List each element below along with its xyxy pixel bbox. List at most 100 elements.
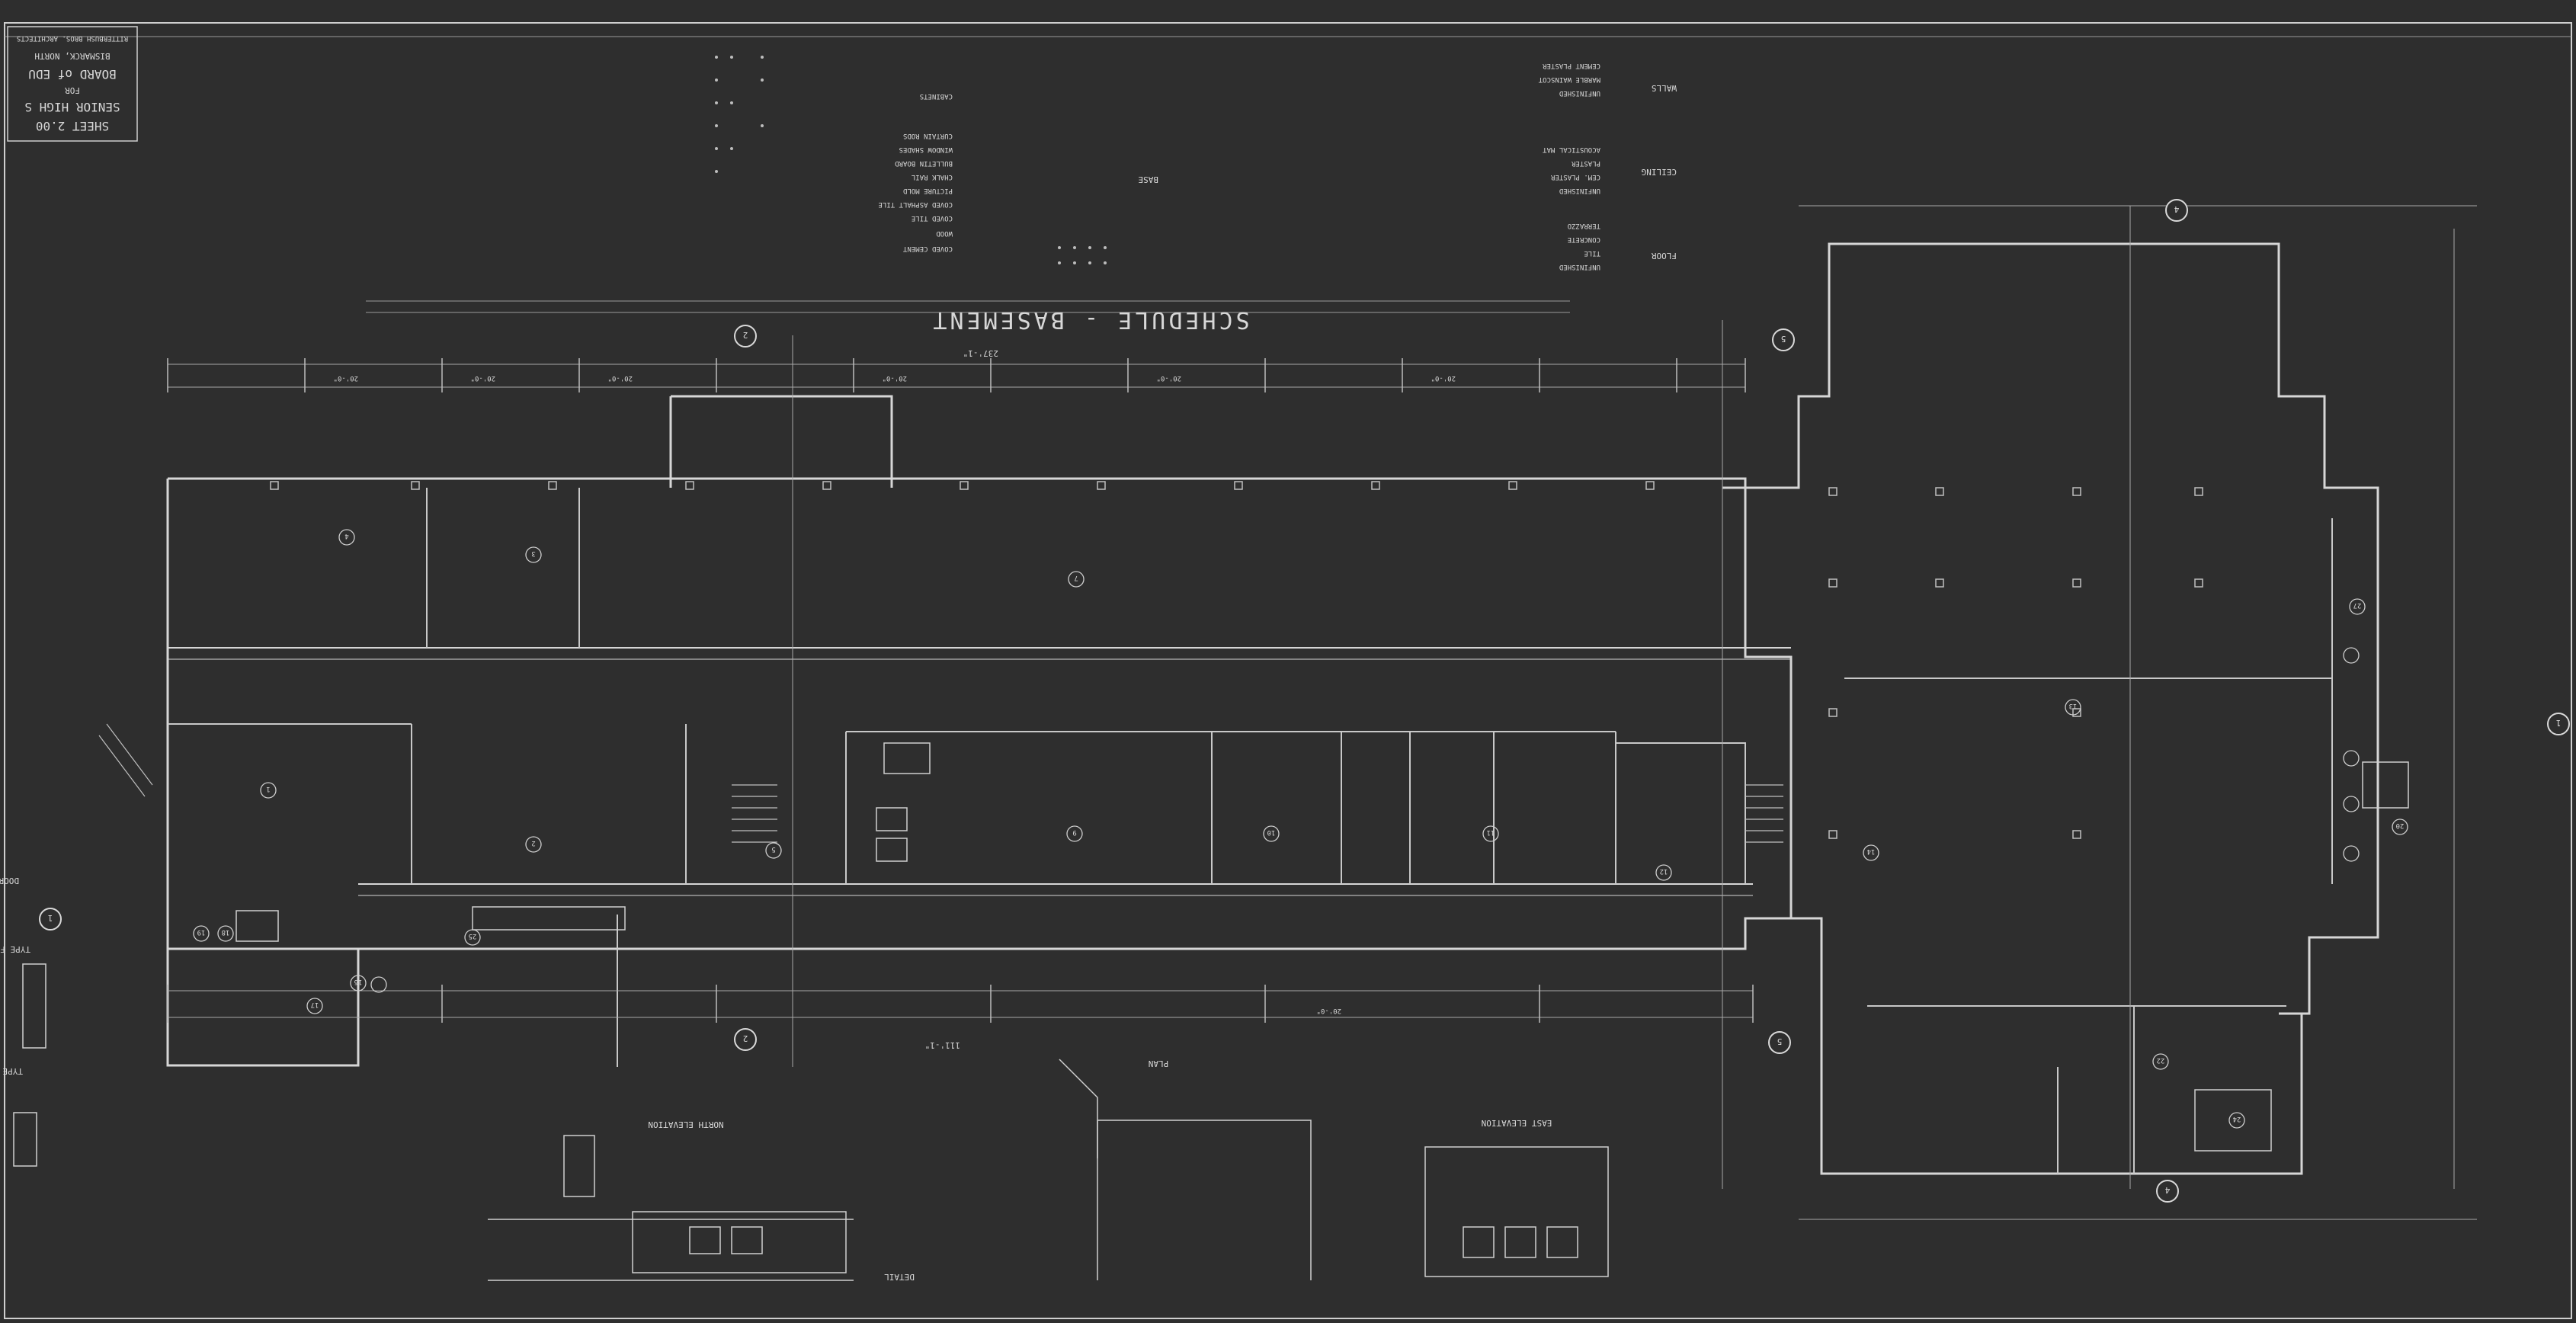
marker-5-bottom-label: 5 xyxy=(1777,1036,1783,1046)
misc-item: PICTURE MOLD xyxy=(903,187,953,194)
north-elevation-title: NORTH ELEVATION xyxy=(648,1120,723,1129)
room-number: 27 xyxy=(2353,601,2362,609)
detail-title: DETAIL xyxy=(884,1272,915,1282)
bay-dimension: 20'-0" xyxy=(333,374,358,382)
room-number: 19 xyxy=(197,928,206,936)
fixtures xyxy=(14,743,2408,1166)
room-number: 25 xyxy=(469,932,477,940)
room-number: 20 xyxy=(2396,822,2405,829)
building-outline xyxy=(168,244,2378,1174)
room-number: 2 xyxy=(531,839,535,847)
bay-dimension: 20'-0" xyxy=(1316,1007,1341,1014)
marker-1-right-label: 1 xyxy=(2556,718,2562,728)
room-number: 5 xyxy=(771,845,775,853)
marker-5-top-label: 5 xyxy=(1781,334,1786,344)
ceiling-item: ACOUSTICAL MAT xyxy=(1543,146,1600,153)
marker-2-top-label: 2 xyxy=(743,330,748,340)
schedule-rules xyxy=(366,301,1570,312)
room-number: 17 xyxy=(311,1001,319,1008)
marker-1-left-label: 1 xyxy=(48,913,53,923)
misc-item: COVED ASPHALT TILE xyxy=(878,200,953,208)
ceiling-item: PLASTER xyxy=(1571,159,1600,167)
schedule-walls-heading: WALLS xyxy=(1652,83,1677,93)
misc-item: WINDOW SHADES xyxy=(899,146,953,153)
bay-dimension: 20'-0" xyxy=(607,374,633,382)
bay-dimension: 20'-0" xyxy=(882,374,907,382)
grid-markers xyxy=(40,200,2569,1202)
room-bubbles xyxy=(194,530,2408,1128)
schedule-misc-items: COVED CEMENT WOOD COVED TILE COVED ASPHA… xyxy=(878,92,953,252)
marker-5-top xyxy=(1773,329,1794,351)
floor-item: UNFINISHED xyxy=(1559,263,1600,271)
marker-5-bottom xyxy=(1769,1032,1790,1053)
marker-4-top-label: 4 xyxy=(2174,204,2179,214)
walls-item: MARBLE WAINSCOT xyxy=(1538,75,1600,83)
schedule-base-heading: BASE xyxy=(1139,175,1159,184)
title-line-4: BOARD of EDU xyxy=(28,67,117,82)
schedule-ceiling-heading: CEILING xyxy=(1642,167,1677,177)
marker-4-top xyxy=(2166,200,2187,221)
misc-item: WOOD xyxy=(936,229,953,237)
type-f-label: TYPE F xyxy=(0,944,30,954)
misc-item: COVED TILE xyxy=(912,214,953,222)
north-elevation xyxy=(488,1136,854,1280)
floor-item: TILE xyxy=(1584,249,1600,257)
title-line-1: SHEET 2.00 xyxy=(36,119,109,133)
dimension-lines xyxy=(168,206,2477,1219)
floor-item: TERRAZZO xyxy=(1568,222,1600,229)
stage-detail xyxy=(1059,1059,1311,1280)
ceiling-item: CEM. PLASTER xyxy=(1550,173,1600,181)
bay-dimension: 20'-0" xyxy=(1431,374,1456,382)
room-number: 14 xyxy=(1867,847,1876,855)
schedule-walls-items: CEMENT PLASTER MARBLE WAINSCOT UNFINISHE… xyxy=(1538,62,1600,97)
overall-dimension-top: 237'-1" xyxy=(963,348,998,358)
schedule-title: SCHEDULE - BASEMENT xyxy=(930,306,1249,333)
type-a-label: TYPE A xyxy=(0,1066,23,1076)
title-line-3: FOR xyxy=(65,85,80,95)
schedule-ceiling-items: ACOUSTICAL MAT PLASTER CEM. PLASTER UNFI… xyxy=(1543,146,1600,194)
bay-dimension: 20'-0" xyxy=(470,374,495,382)
marker-2-bottom-label: 2 xyxy=(743,1033,748,1043)
ceiling-item: UNFINISHED xyxy=(1559,187,1600,194)
title-line-6: RITTERBUSH BROS. ARCHITECTS xyxy=(17,34,128,42)
room-number: 16 xyxy=(354,978,363,985)
partitions xyxy=(168,488,2332,1174)
dimension-ticks xyxy=(168,358,1753,1023)
marker-1-right xyxy=(2548,713,2569,735)
marker-4-bottom-label: 4 xyxy=(2164,1185,2170,1195)
title-line-5: BISMARCK, NORTH xyxy=(34,51,110,61)
misc-item: CABINETS xyxy=(920,92,953,100)
plan-title: PLAN xyxy=(1149,1059,1169,1068)
room-number: 9 xyxy=(1072,828,1076,836)
bay-dimension: 20'-0" xyxy=(1156,374,1181,382)
column-grid xyxy=(271,482,2203,838)
title-block: SHEET 2.00 SENIOR HIGH S FOR BOARD of ED… xyxy=(7,26,138,142)
room-number: 13 xyxy=(2069,702,2078,710)
schedule-floor-heading: FLOOR xyxy=(1652,251,1677,261)
room-number: 1 xyxy=(266,785,270,793)
misc-item: CHALK RAIL xyxy=(912,173,953,181)
misc-item: COVED CEMENT xyxy=(902,245,953,252)
room-number: 18 xyxy=(222,928,230,936)
schedule-dots xyxy=(715,56,1107,264)
room-number: 10 xyxy=(1267,828,1276,836)
misc-item: BULLETIN BOARD xyxy=(895,159,953,167)
floor-item: CONCRETE xyxy=(1568,235,1600,243)
room-number: 22 xyxy=(2157,1056,2165,1064)
room-number: 11 xyxy=(1487,828,1495,836)
walls-item: UNFINISHED xyxy=(1559,89,1600,97)
marker-2-bottom xyxy=(735,1029,756,1050)
walls-item: CEMENT PLASTER xyxy=(1543,62,1600,69)
east-elevation-title: EAST ELEVATION xyxy=(1482,1118,1552,1128)
room-number-labels: 1 2 3 7 9 10 11 12 13 14 22 24 16 17 19 … xyxy=(197,532,2405,1123)
schedule-floor-items: TERRAZZO CONCRETE TILE UNFINISHED xyxy=(1559,222,1600,271)
room-number: 4 xyxy=(344,532,348,540)
room-number: 7 xyxy=(1074,574,1078,581)
marker-4-bottom xyxy=(2157,1180,2178,1202)
stairs xyxy=(99,724,1783,842)
east-elevation xyxy=(1425,1147,1608,1277)
marker-1-left xyxy=(40,908,61,930)
